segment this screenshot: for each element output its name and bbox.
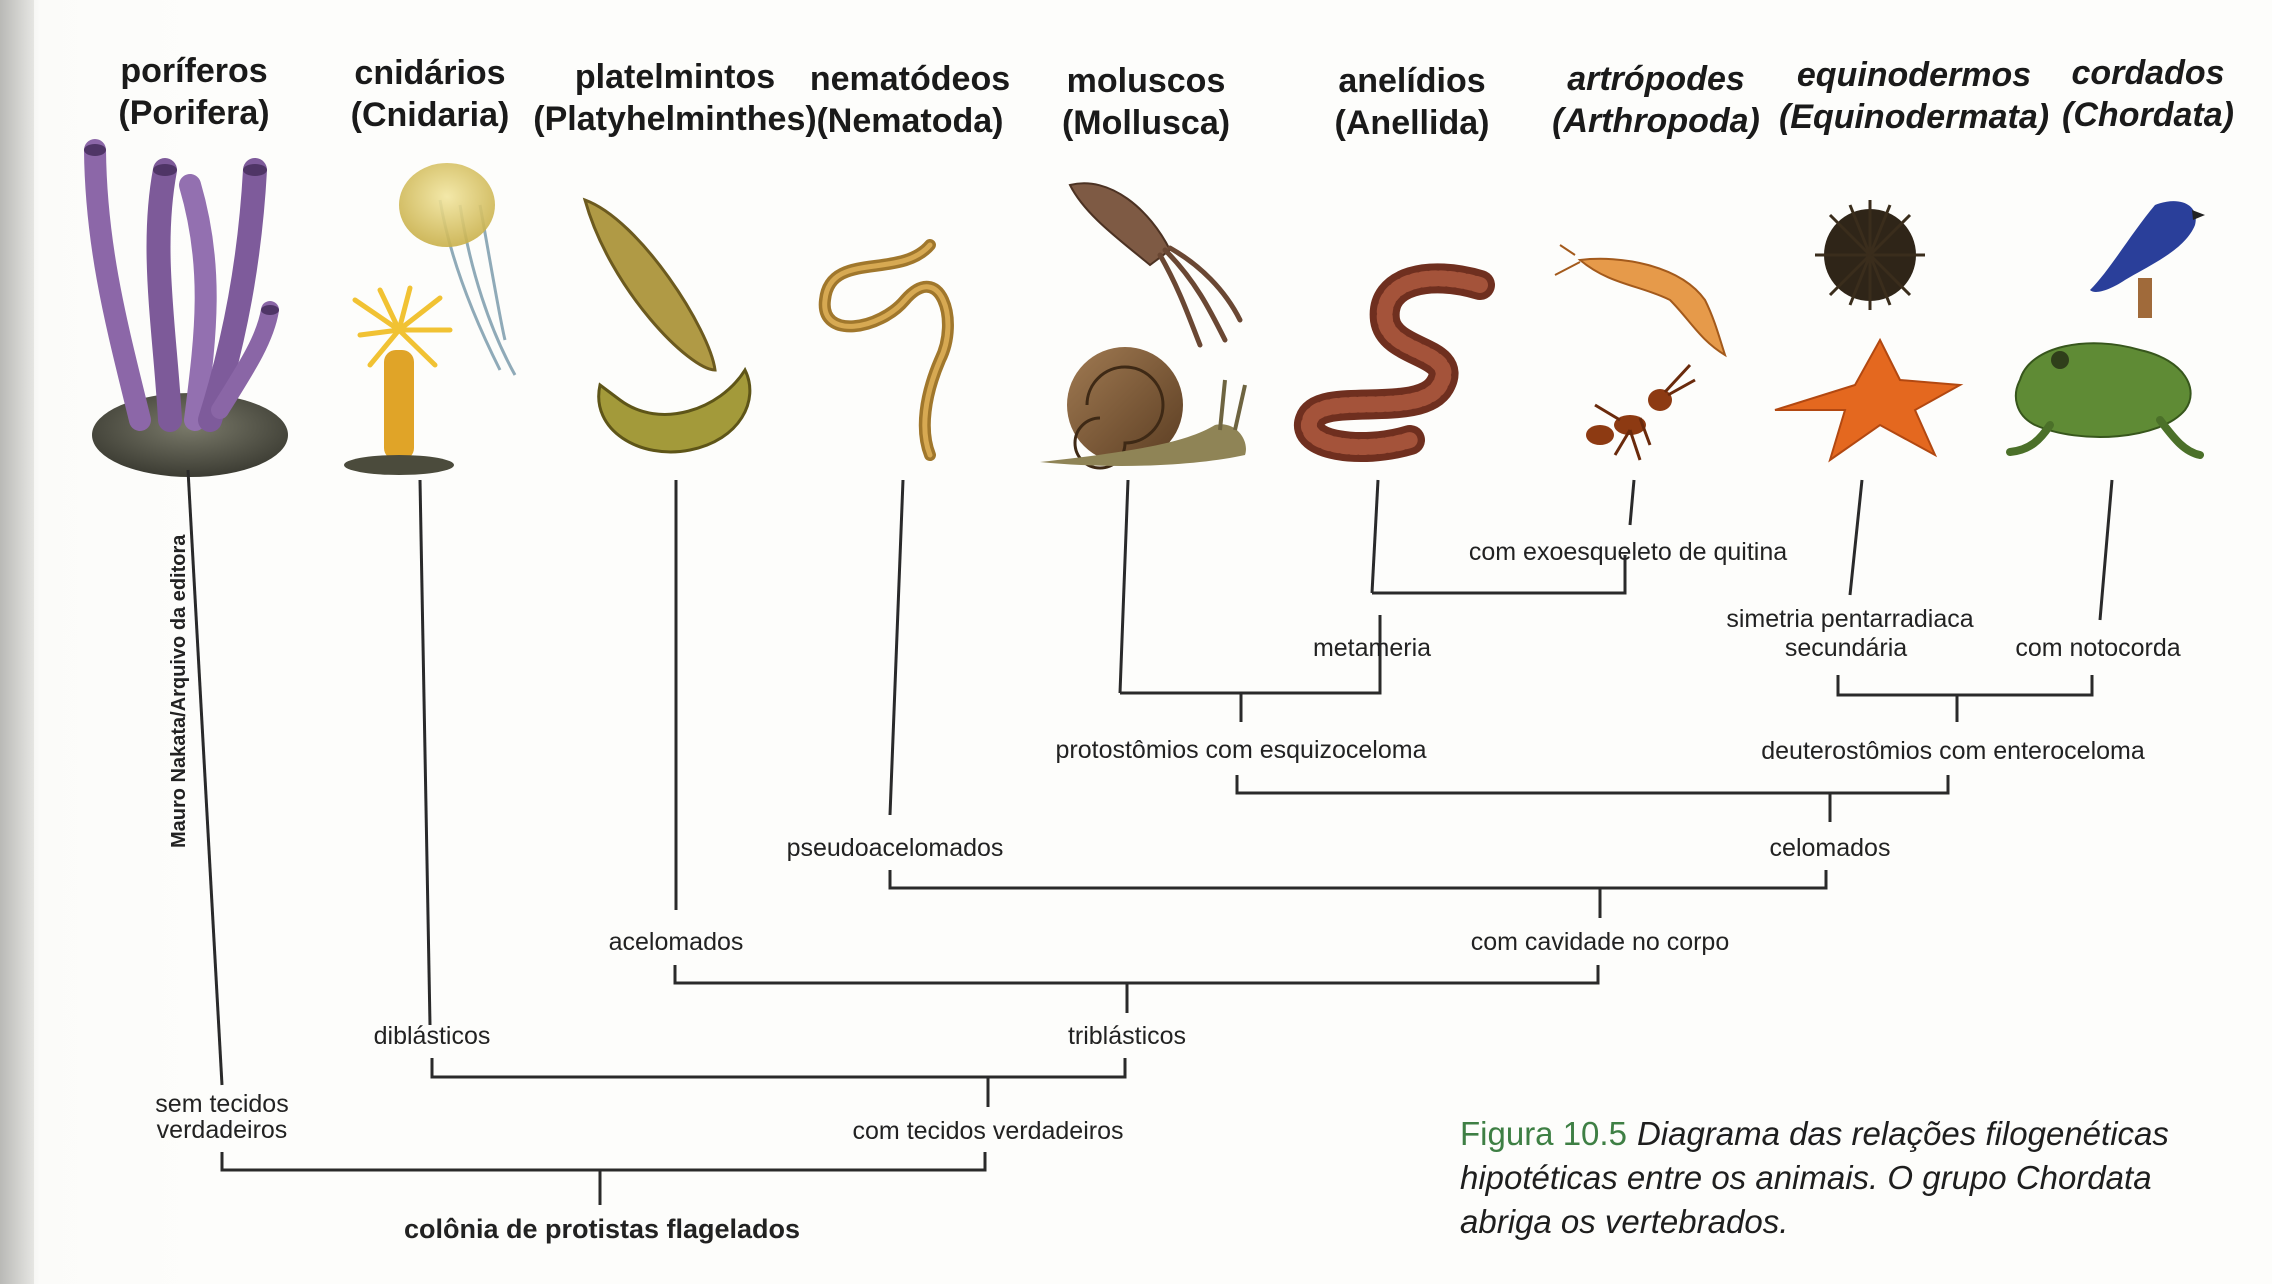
taxon-common-name: moluscos xyxy=(1066,62,1226,100)
node-label-celomados: celomados xyxy=(1769,834,1891,862)
node-label-simetria-line1: simetria pentarradiaca xyxy=(1726,605,1974,633)
taxon-scientific-name: (Arthropoda) xyxy=(1552,102,1760,140)
book-binding-shadow xyxy=(0,0,34,1284)
cladogram-lines xyxy=(186,469,2114,1205)
taxon-common-name: artrópodes xyxy=(1567,60,1745,98)
cnidarian-illustration xyxy=(344,163,517,475)
taxon-chordata: cordados (Chordata) xyxy=(2062,52,2234,136)
taxon-porifera: poríferos (Porifera) xyxy=(118,50,269,134)
node-label-com-cavidade: com cavidade no corpo xyxy=(1470,928,1730,956)
sponge-illustration xyxy=(84,139,288,477)
taxon-common-name: cordados xyxy=(2071,54,2225,92)
node-label-deuterostomios: deuterostômios com enteroceloma xyxy=(1761,737,2145,765)
taxon-scientific-name: (Cnidaria) xyxy=(350,96,510,134)
taxon-scientific-name: (Mollusca) xyxy=(1061,104,1231,142)
taxon-scientific-name: (Chordata) xyxy=(2062,96,2234,134)
taxon-common-name: cnidários xyxy=(354,54,506,92)
flatworm-illustration xyxy=(582,197,752,454)
echinoderm-illustration xyxy=(1774,200,1964,463)
taxon-scientific-name: (Anellida) xyxy=(1334,104,1490,142)
node-label-com-tecidos: com tecidos verdadeiros xyxy=(852,1117,1124,1145)
taxon-scientific-name: (Equinodermata) xyxy=(1778,98,2050,136)
chordate-illustration xyxy=(2006,201,2205,459)
figure-caption-text: Diagrama das relações filogenéticas hipo… xyxy=(1460,1115,2169,1240)
node-label-triblasticos: triblásticos xyxy=(1067,1022,1187,1050)
taxon-common-name: anelídios xyxy=(1338,62,1486,100)
taxon-common-name: nematódeos xyxy=(809,60,1011,98)
taxon-scientific-name: (Platyhelminthes) xyxy=(533,100,817,138)
node-label-simetria-line2: secundária xyxy=(1784,634,1908,662)
node-label-protostomios: protostômios com esquizoceloma xyxy=(1055,736,1427,764)
taxon-anellida: anelídios (Anellida) xyxy=(1335,60,1490,144)
nematode-illustration xyxy=(818,239,954,461)
taxon-scientific-name: (Nematoda) xyxy=(816,102,1004,140)
node-label-root: colônia de protistas flagelados xyxy=(403,1214,801,1244)
figure-number: Figura 10.5 xyxy=(1460,1115,1627,1152)
taxon-mollusca: moluscos (Mollusca) xyxy=(1062,60,1230,144)
node-label-pseudoacelomados: pseudoacelomados xyxy=(786,834,1004,862)
node-label-exoesqueleto: com exoesqueleto de quitina xyxy=(1468,538,1788,566)
node-label-metameria: metameria xyxy=(1312,634,1432,662)
taxon-common-name: platelmintos xyxy=(574,58,776,96)
taxon-nematoda: nematódeos (Nematoda) xyxy=(810,58,1010,142)
taxon-equinodermata: equinodermos (Equinodermata) xyxy=(1779,54,2049,138)
node-label-notocorda: com notocorda xyxy=(2015,634,2181,662)
node-label-acelomados: acelomados xyxy=(608,928,744,956)
taxon-platyhelminthes: platelmintos (Platyhelminthes) xyxy=(533,56,816,140)
image-credit: Mauro Nakata/Arquivo da editora xyxy=(168,534,190,848)
arthropod-illustration xyxy=(1554,244,1727,461)
taxon-common-name: equinodermos xyxy=(1796,56,2032,94)
taxon-arthropoda: artrópodes (Arthropoda) xyxy=(1552,58,1760,142)
mollusk-illustration xyxy=(1040,182,1247,470)
node-label-sem-tecidos-line2: verdadeiros xyxy=(156,1116,288,1144)
node-label-sem-tecidos-line1: sem tecidos xyxy=(155,1090,289,1118)
annelid-illustration xyxy=(1294,263,1495,463)
node-label-diblasticos: diblásticos xyxy=(373,1022,491,1050)
taxon-scientific-name: (Porifera) xyxy=(118,94,270,132)
taxon-common-name: poríferos xyxy=(120,52,268,90)
taxon-cnidaria: cnidários (Cnidaria) xyxy=(351,52,510,136)
